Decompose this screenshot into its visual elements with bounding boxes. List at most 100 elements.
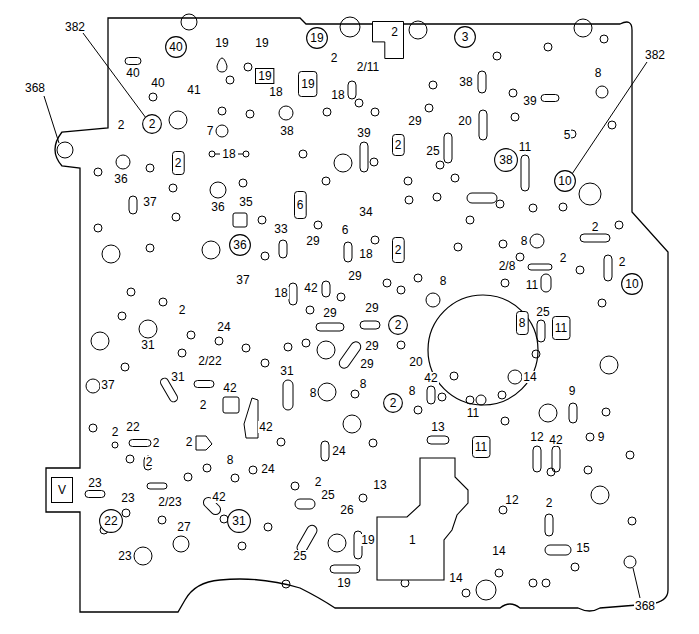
hole xyxy=(158,516,166,524)
callout-label: 27 xyxy=(176,521,191,533)
slot-port xyxy=(472,437,489,458)
callout-number: 31 xyxy=(140,339,155,351)
callout-number: 19 xyxy=(336,577,351,589)
callout-label: 37 xyxy=(142,196,157,208)
slot xyxy=(541,274,551,292)
port-marker: 6 xyxy=(294,191,307,219)
port-number: 2 xyxy=(175,157,182,169)
callout-label: 39 xyxy=(356,127,371,139)
callout-number: 2/22 xyxy=(197,355,222,367)
callout-number: 26 xyxy=(339,504,354,516)
callout-label: 38 xyxy=(279,125,294,137)
callout-number: 2 xyxy=(591,221,600,233)
callout-label: 13 xyxy=(372,479,387,491)
port-marker: 2 xyxy=(383,393,403,413)
callout-number: 5 xyxy=(563,129,572,141)
hole xyxy=(337,293,345,301)
callout-number: 18 xyxy=(221,148,236,160)
slot xyxy=(289,283,297,305)
slot xyxy=(344,242,352,262)
callout-number: 2 xyxy=(178,304,187,316)
callout-label: 25 xyxy=(535,306,550,318)
leader-line xyxy=(238,154,243,155)
circled-port xyxy=(307,28,328,49)
notched-port xyxy=(373,22,404,59)
callout-number: 12 xyxy=(529,431,544,443)
callout-number: 2 xyxy=(117,119,126,131)
callout-number: 11 xyxy=(525,279,539,291)
port-number: 19 xyxy=(301,78,314,90)
callout-number: 40 xyxy=(125,67,140,79)
callout-label: 42 xyxy=(423,372,438,384)
circled-port xyxy=(384,394,403,413)
callout-number: 6 xyxy=(341,224,350,236)
callout-label: 42 xyxy=(258,421,273,433)
callout-label: 8 xyxy=(359,378,368,390)
plate-outline xyxy=(46,18,668,612)
port-number: 6 xyxy=(297,199,304,211)
slot xyxy=(533,446,541,472)
callout-label: 29 xyxy=(407,115,422,127)
port-number: 19 xyxy=(258,70,271,82)
callout-number: 40 xyxy=(150,77,165,89)
callout-label: 11 xyxy=(518,141,532,153)
hole xyxy=(187,331,195,339)
slot xyxy=(545,514,553,536)
slot xyxy=(348,81,356,99)
callout-label: 8 xyxy=(520,235,529,247)
hole xyxy=(139,320,157,338)
callout-number: 8 xyxy=(520,235,529,247)
leader-line xyxy=(633,568,640,598)
callout-label: 35 xyxy=(238,196,253,208)
hole xyxy=(112,442,118,448)
callout-number: 19 xyxy=(254,37,269,49)
hole xyxy=(334,154,352,172)
callout-label: 42 xyxy=(303,282,318,294)
slot xyxy=(360,142,368,172)
circled-port xyxy=(100,510,123,533)
callout-number: 18 xyxy=(268,86,283,98)
hole xyxy=(127,288,135,296)
slot xyxy=(147,483,167,489)
callout-number: 25 xyxy=(320,489,335,501)
hole xyxy=(291,482,299,490)
port-marker: 22 xyxy=(99,509,123,533)
port-marker: 36 xyxy=(229,234,251,256)
slot xyxy=(322,281,330,297)
callout-label: 2 xyxy=(618,256,627,268)
circled-port xyxy=(389,316,408,335)
large-cavity xyxy=(377,458,468,580)
port-marker: 1 xyxy=(372,455,472,583)
hole xyxy=(624,556,636,568)
callout-label: 40 xyxy=(150,77,165,89)
hole xyxy=(476,580,496,600)
callout-number: 11 xyxy=(518,141,532,153)
callout-number: 37 xyxy=(142,196,157,208)
callout-number: 31 xyxy=(170,371,185,383)
port-number: 11 xyxy=(475,441,487,453)
hole xyxy=(574,19,592,37)
callout-number: 36 xyxy=(210,201,225,213)
callout-label: 2 xyxy=(152,437,161,449)
callout-label: 20 xyxy=(457,115,472,127)
hole xyxy=(539,404,557,422)
callout-label: 42 xyxy=(548,434,563,446)
hole xyxy=(371,108,379,116)
port-number: 10 xyxy=(558,175,571,187)
callout-number: 2 xyxy=(111,426,120,438)
callout-number: 29 xyxy=(364,340,379,352)
callout-label: 38 xyxy=(458,76,473,88)
callout-label: 19 xyxy=(254,37,269,49)
callout-label: 9 xyxy=(597,431,606,443)
hole xyxy=(509,89,517,97)
callout-number: 2 xyxy=(185,436,194,448)
port-number: 8 xyxy=(519,317,526,329)
hole xyxy=(466,216,474,224)
callout-number: 2 xyxy=(559,252,568,264)
port-marker: 11 xyxy=(472,436,490,458)
slot-port xyxy=(172,152,184,175)
hole xyxy=(451,174,459,182)
circled-port xyxy=(228,510,251,533)
callout-number: 368 xyxy=(24,82,46,94)
callout-label: 8 xyxy=(408,385,417,397)
